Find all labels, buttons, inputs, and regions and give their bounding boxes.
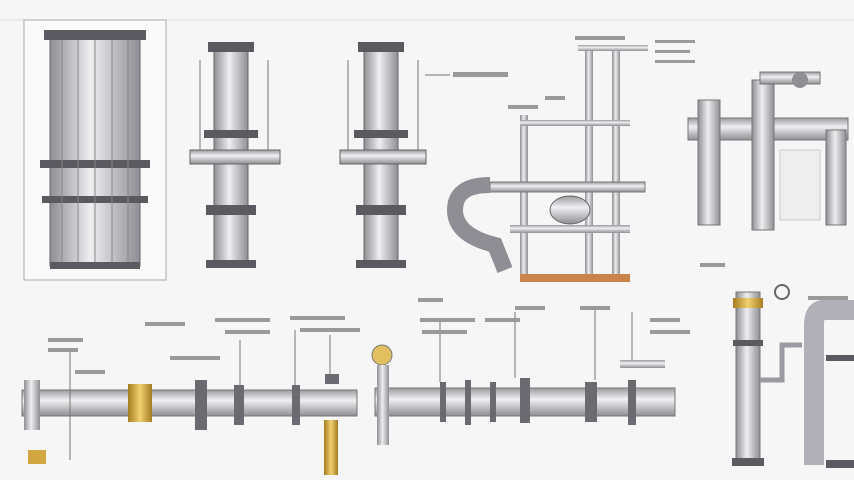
horizontal-pipe-run-b (371, 298, 690, 445)
flanged-column-a (189, 42, 281, 268)
vertical-column (700, 263, 802, 466)
pressure-vessel (23, 19, 167, 281)
pipe-rack-frame (446, 36, 695, 282)
elbow-pipe (804, 296, 854, 468)
overhead-pipe-assembly (687, 71, 849, 231)
horizontal-pipe-run-a (21, 316, 360, 475)
flanged-column-b (339, 42, 508, 268)
